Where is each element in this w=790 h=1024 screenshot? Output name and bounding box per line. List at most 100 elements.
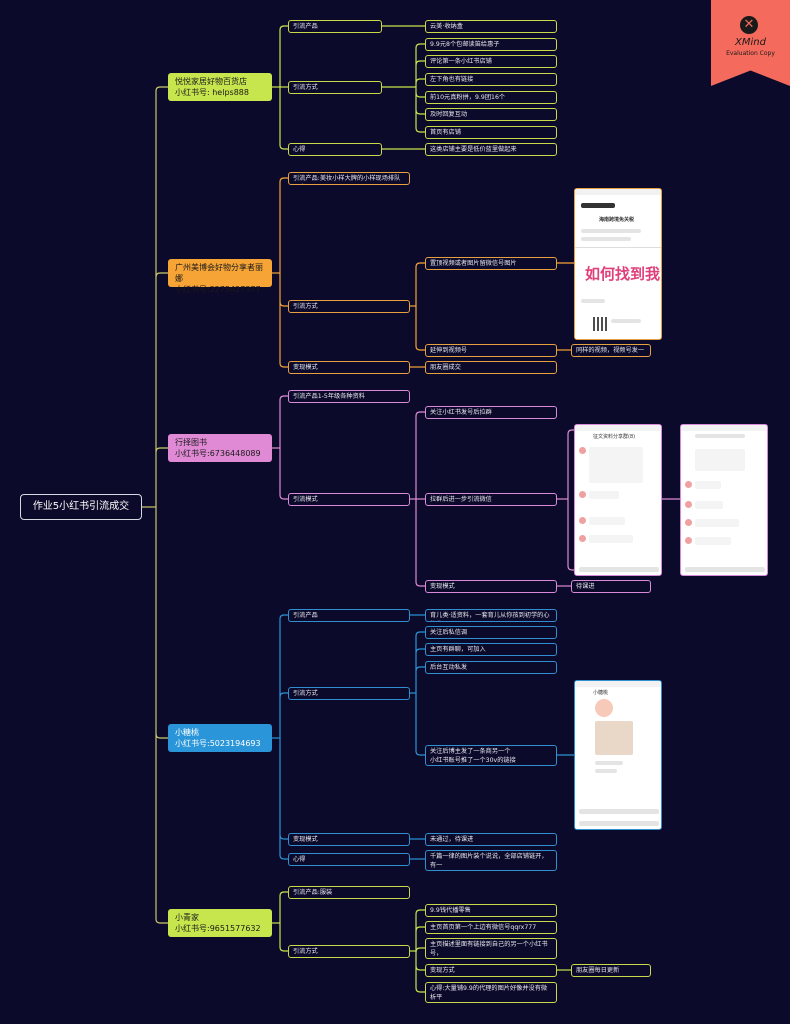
connector-line xyxy=(279,144,288,150)
connector-line xyxy=(415,92,425,98)
connector-line xyxy=(415,926,425,932)
connector-line xyxy=(415,987,425,993)
connector-line xyxy=(155,918,168,924)
b5-method-item-1[interactable]: 9.9钱代播零售 xyxy=(425,904,557,917)
b4-insight-item[interactable]: 千篇一律的图片装个说说，全部店铺链开，有一 套合集，引流好多 xyxy=(425,850,557,871)
b5-method-item-2[interactable]: 主页首页第一个上边有微信号qqrx777 xyxy=(425,921,557,934)
b3-extra-note[interactable]: 待课进 xyxy=(571,580,651,593)
xmind-sub-text: Evaluation Copy xyxy=(726,50,775,57)
connector-line xyxy=(415,965,425,971)
b5-method-item-3[interactable]: 主页描述里面有链接到自己的另一个小红书号， 打造除帅 xyxy=(425,938,557,959)
connector-line xyxy=(279,891,288,897)
b3-screenshot-1: 征文资料分享群(8) xyxy=(574,424,662,576)
branch-1-topic[interactable]: 悦悦家居好物百货店 小红书号: helps888 xyxy=(168,73,272,101)
xmind-brand-text: XMind xyxy=(735,37,766,48)
b4-method-item-4[interactable]: 关注后博主发了一条商另一个 小红书账号推了一个30v的链接 xyxy=(425,745,557,766)
connector-line xyxy=(415,648,425,654)
connector-line xyxy=(279,692,288,698)
b5-method-label[interactable]: 引流方式 xyxy=(288,945,410,958)
connector-line xyxy=(415,262,425,268)
b1-product-label[interactable]: 引流产品 xyxy=(288,20,382,33)
b5-extra-note[interactable]: 朋友圈每日更新 xyxy=(571,964,651,977)
b1-insight-label[interactable]: 心得 xyxy=(288,143,382,156)
b3-shot-title: 征文资料分享群(8) xyxy=(593,434,636,440)
connector-line xyxy=(279,177,288,183)
b5-product-label[interactable]: 引流产品:服装 xyxy=(288,886,410,899)
connector-line xyxy=(415,909,425,915)
b3-mode-item-1[interactable]: 关注小红书发号后拉群 xyxy=(425,406,557,419)
b4-cash-label[interactable]: 变现模式 xyxy=(288,833,410,846)
b2-extra-note[interactable]: 同样的视频，视频号发一次 xyxy=(571,344,651,357)
b4-method-label[interactable]: 引流方式 xyxy=(288,687,410,700)
connector-line xyxy=(415,109,425,115)
connector-line xyxy=(567,429,574,435)
b2-cash-label[interactable]: 变现模式 xyxy=(288,361,410,374)
branch-4-topic[interactable]: 小糖桃 小红书号:5023194693 xyxy=(168,724,272,752)
b1-method-item-5[interactable]: 及时回复互动 xyxy=(425,108,557,121)
connector-line xyxy=(279,395,288,401)
b4-cash-item[interactable]: 未通过，待课进 xyxy=(425,833,557,846)
b4-product-item[interactable]: 育儿类·适资料，一套育儿从你孩到初学的心都奖 xyxy=(425,609,557,622)
b2-cash-item[interactable]: 朋友圈成交 xyxy=(425,361,557,374)
connector-line xyxy=(155,447,168,453)
connector-line xyxy=(415,127,425,133)
qr-code-icon xyxy=(593,317,607,331)
connector-line xyxy=(415,631,425,637)
xmind-watermark: ✕ XMind Evaluation Copy xyxy=(711,0,790,86)
b1-method-item-1[interactable]: 9.9元8个包邮读笛给惠子 xyxy=(425,38,557,51)
connector-line xyxy=(415,947,425,953)
connector-line xyxy=(415,60,425,66)
b2-screenshot: 海南跨境免关税 如何找到我 xyxy=(574,188,662,340)
connector-line xyxy=(415,750,425,756)
b2-method-item-2[interactable]: 延伸到视频号 xyxy=(425,344,557,357)
b3-product-label[interactable]: 引流产品1-5年级各种资料 xyxy=(288,390,410,403)
connector-line xyxy=(155,272,168,278)
b4-shot-title: 小糖桃 xyxy=(593,690,609,696)
b1-method-label[interactable]: 引流方式 xyxy=(288,81,382,94)
branch-3-topic[interactable]: 行择图书 小红书号:6736448089 xyxy=(168,434,272,462)
connector-line xyxy=(279,614,288,620)
b3-cash-label[interactable]: 变现模式 xyxy=(425,580,557,593)
b3-mode-label[interactable]: 引流模式 xyxy=(288,493,410,506)
b1-method-item-4[interactable]: 前10元真粉拼，9.9团16个 xyxy=(425,91,557,104)
b4-screenshot: 小糖桃 xyxy=(574,680,662,830)
b1-product-item[interactable]: 云美·收纳盒 xyxy=(425,20,557,33)
connector-line xyxy=(415,581,425,587)
connector-line xyxy=(415,666,425,672)
b2-shot-title: 海南跨境免关税 xyxy=(599,217,635,223)
xmind-logo-icon: ✕ xyxy=(740,16,758,34)
b1-method-item-6[interactable]: 首页有店铺 xyxy=(425,126,557,139)
b3-screenshot-2 xyxy=(680,424,768,576)
b2-product-label[interactable]: 引流产品:美妆小样大牌的小样现场排队买卖 xyxy=(288,172,410,185)
connector-line xyxy=(415,78,425,84)
branch-2-topic[interactable]: 广州美博会好物分享者丽娜 小红书号:2275427377 xyxy=(168,259,272,294)
root-topic[interactable]: 作业5小红书引流成交 xyxy=(20,494,142,520)
connector-line xyxy=(279,946,288,952)
b2-shot-big-text: 如何找到我 xyxy=(585,265,661,283)
b2-method-item-1[interactable]: 置顶视频或者图片留微信号图片 xyxy=(425,257,557,270)
b4-method-item-1[interactable]: 关注后私信调 xyxy=(425,626,557,639)
emoji-face-icon xyxy=(595,699,613,717)
b2-method-label[interactable]: 引流方式 xyxy=(288,300,410,313)
branch-5-topic[interactable]: 小青家 小红书号:9651577632 xyxy=(168,909,272,937)
b1-method-item-3[interactable]: 左下角也有链接 xyxy=(425,73,557,86)
b1-method-item-2[interactable]: 评论第一条小红书店铺 xyxy=(425,55,557,68)
connector-line xyxy=(415,411,425,417)
b5-method-item-4[interactable]: 变现方式 xyxy=(425,964,557,977)
connector-line xyxy=(155,86,168,92)
b4-product-label[interactable]: 引流产品 xyxy=(288,609,410,622)
connector-line xyxy=(279,854,288,860)
connector-line xyxy=(279,834,288,840)
connector-line xyxy=(279,362,288,368)
b3-mode-item-2[interactable]: 拉群后进一步引流微信 xyxy=(425,493,557,506)
b1-insight-item[interactable]: 这类店铺主要是低价蓝里做起来 xyxy=(425,143,557,156)
connector-line xyxy=(415,43,425,49)
b4-insight-label[interactable]: 心得 xyxy=(288,853,410,866)
connector-line xyxy=(155,733,168,739)
b4-method-item-2[interactable]: 主页有群聊，可加入 xyxy=(425,643,557,656)
b5-method-item-5[interactable]: 心得:大量铺9.9的代理的图片好像并没有微析平 台支持，没有给足够的流量。 xyxy=(425,982,557,1003)
b4-method-item-3[interactable]: 后台互动私发 xyxy=(425,661,557,674)
connector-line xyxy=(279,494,288,500)
